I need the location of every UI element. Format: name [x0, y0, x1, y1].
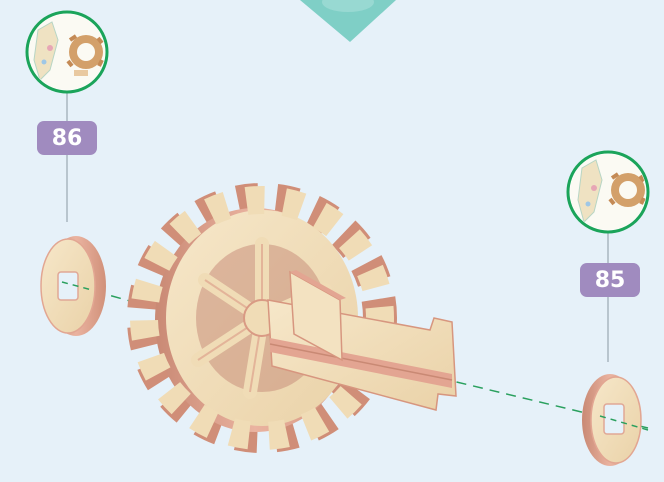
sheet-thumbnail-icon[interactable]	[568, 152, 648, 232]
washer-part-left	[41, 236, 106, 336]
gear-shaft-assembly	[136, 192, 456, 444]
step-badge-right: 85	[580, 263, 640, 297]
washer-part-right	[582, 374, 648, 466]
sheet-thumbnail-icon[interactable]	[27, 12, 107, 92]
step-badge-left: 86	[37, 121, 97, 155]
